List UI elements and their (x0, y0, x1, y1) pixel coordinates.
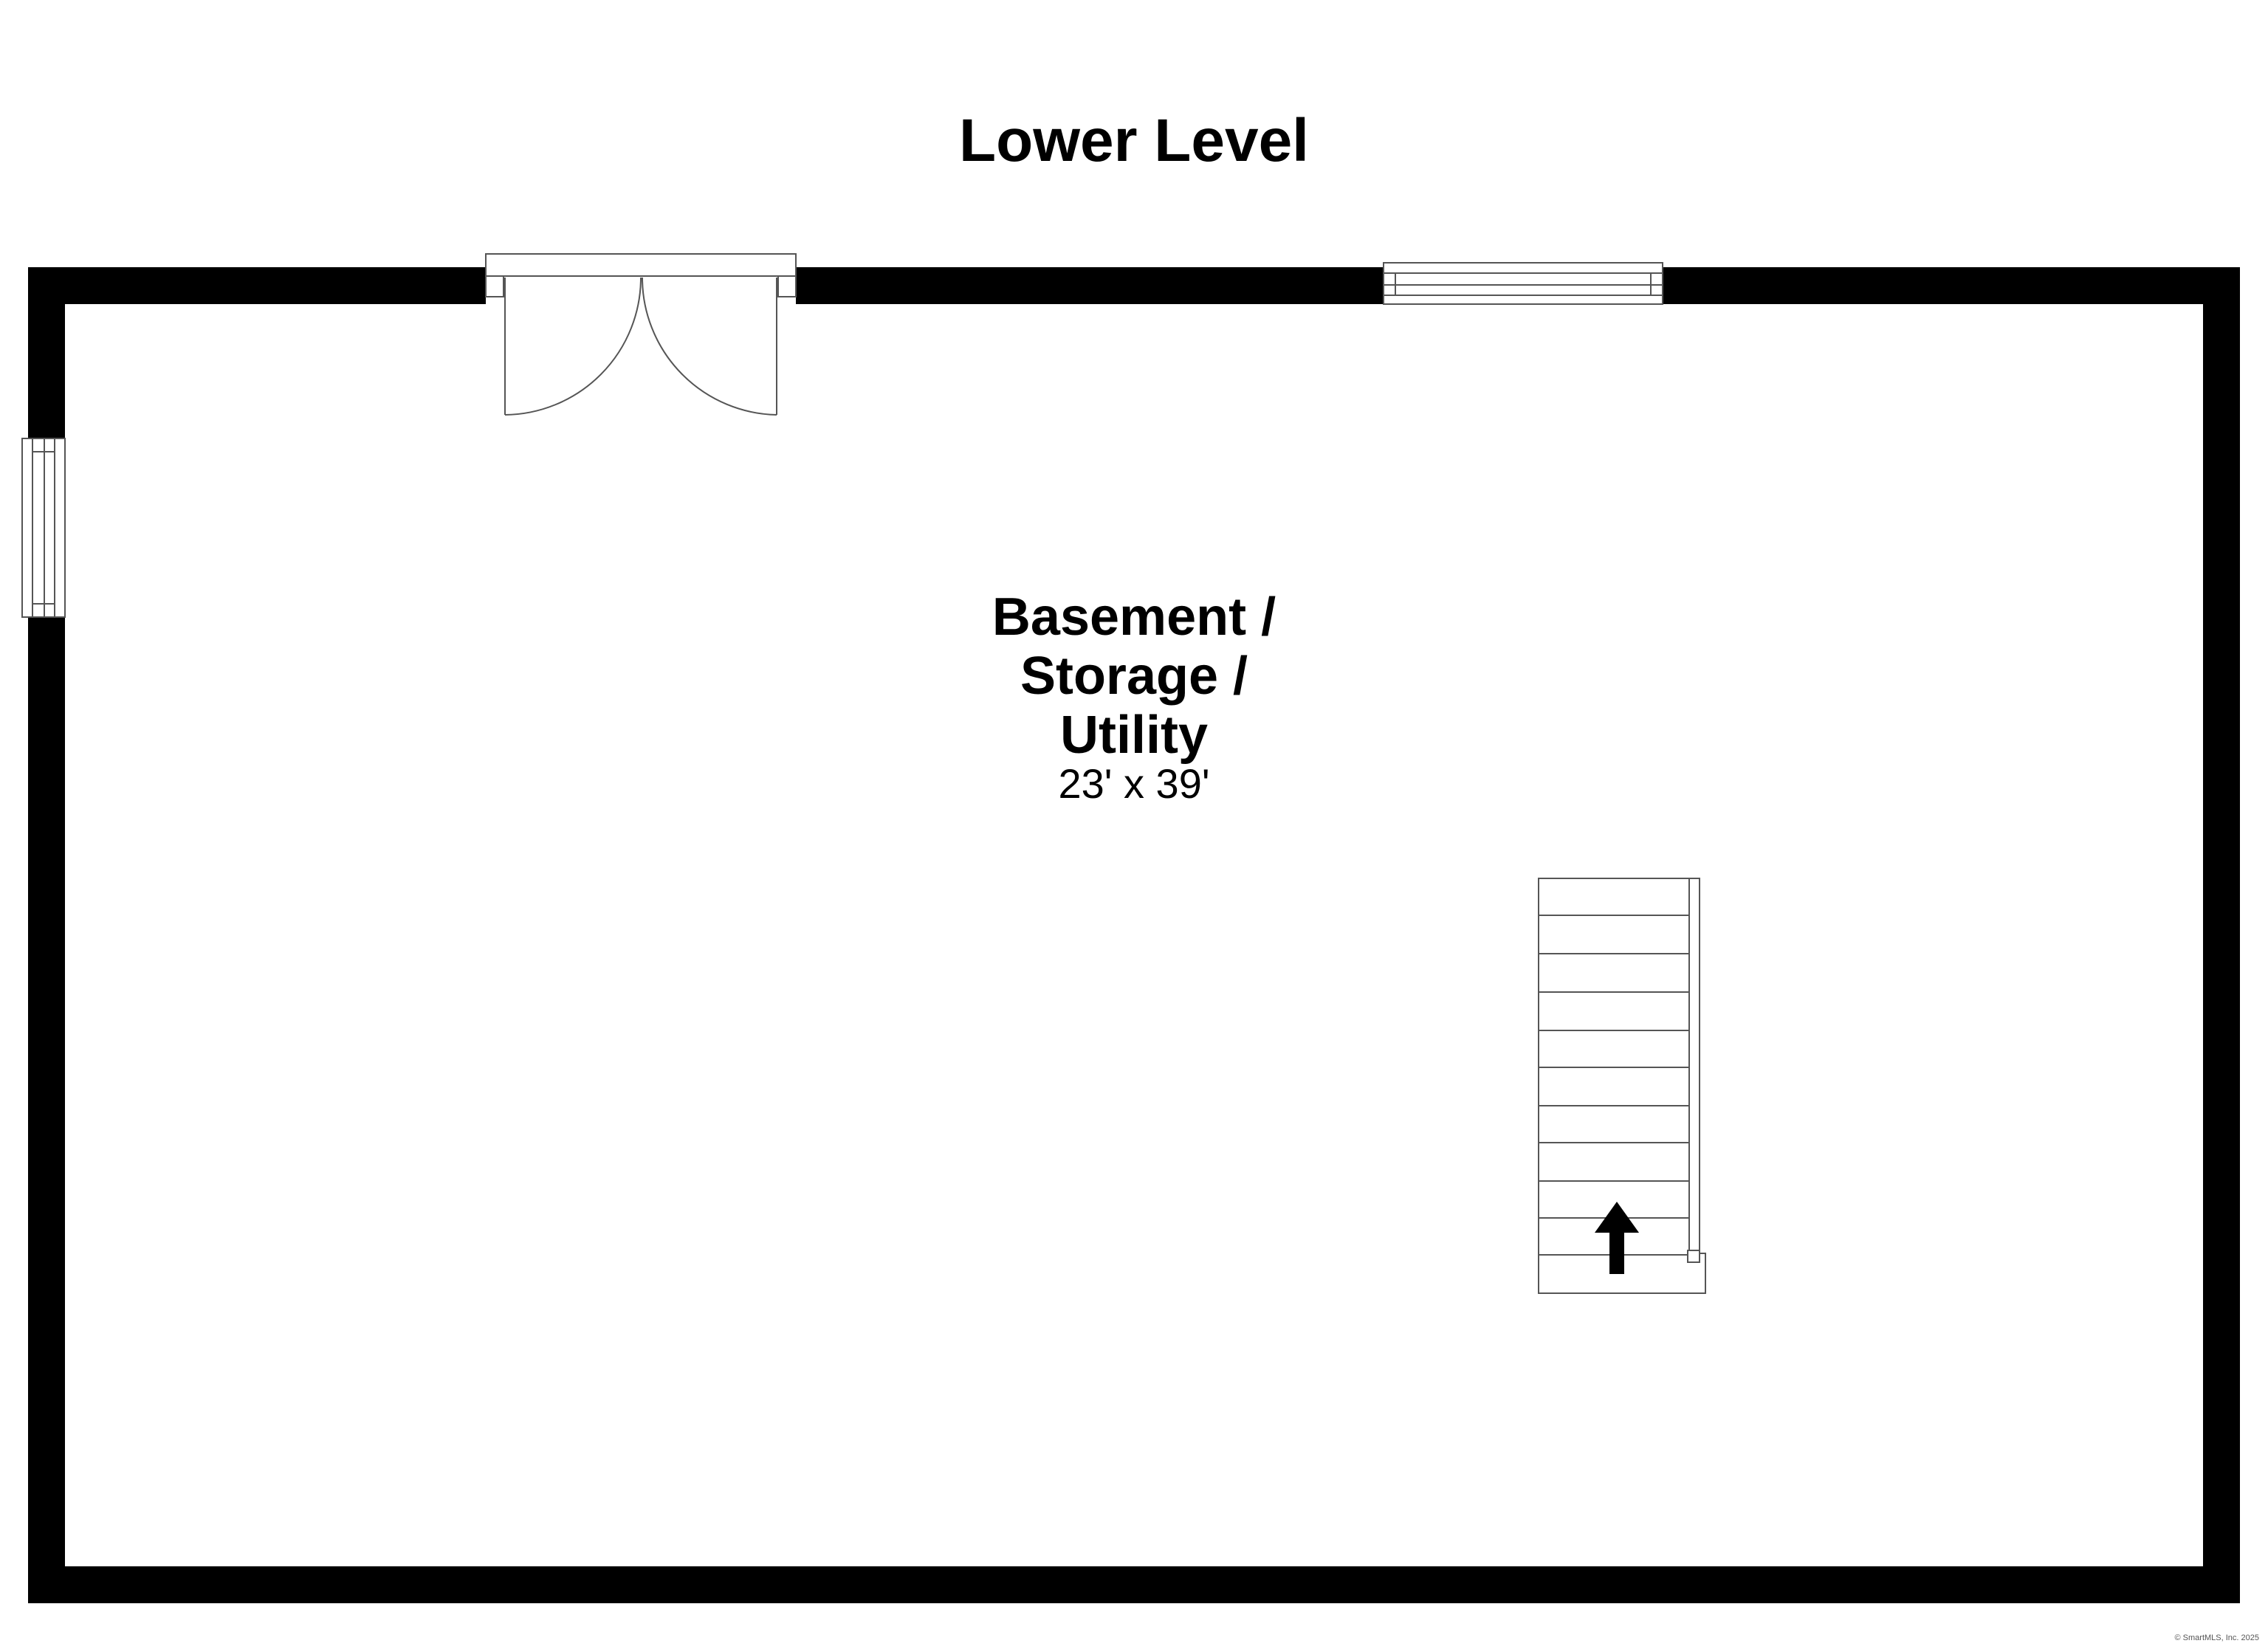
copyright-notice: © SmartMLS, Inc. 2025 (2174, 1633, 2260, 1642)
room-name-line-2: Storage / (1020, 647, 1248, 706)
room-label: Basement / Storage / Utility (913, 588, 1355, 765)
double-door (485, 253, 797, 416)
room-name-line-1: Basement / (992, 588, 1276, 647)
exterior-walls (28, 267, 2240, 1603)
window-left (21, 438, 66, 618)
staircase (1538, 878, 1706, 1294)
window-top (1383, 262, 1663, 305)
room-name-line-3: Utility (1059, 706, 1208, 765)
room-dimensions: 23' x 39' (1058, 760, 1210, 807)
floor-title: Lower Level (959, 107, 1309, 174)
arrow-up-icon (1595, 1202, 1639, 1274)
